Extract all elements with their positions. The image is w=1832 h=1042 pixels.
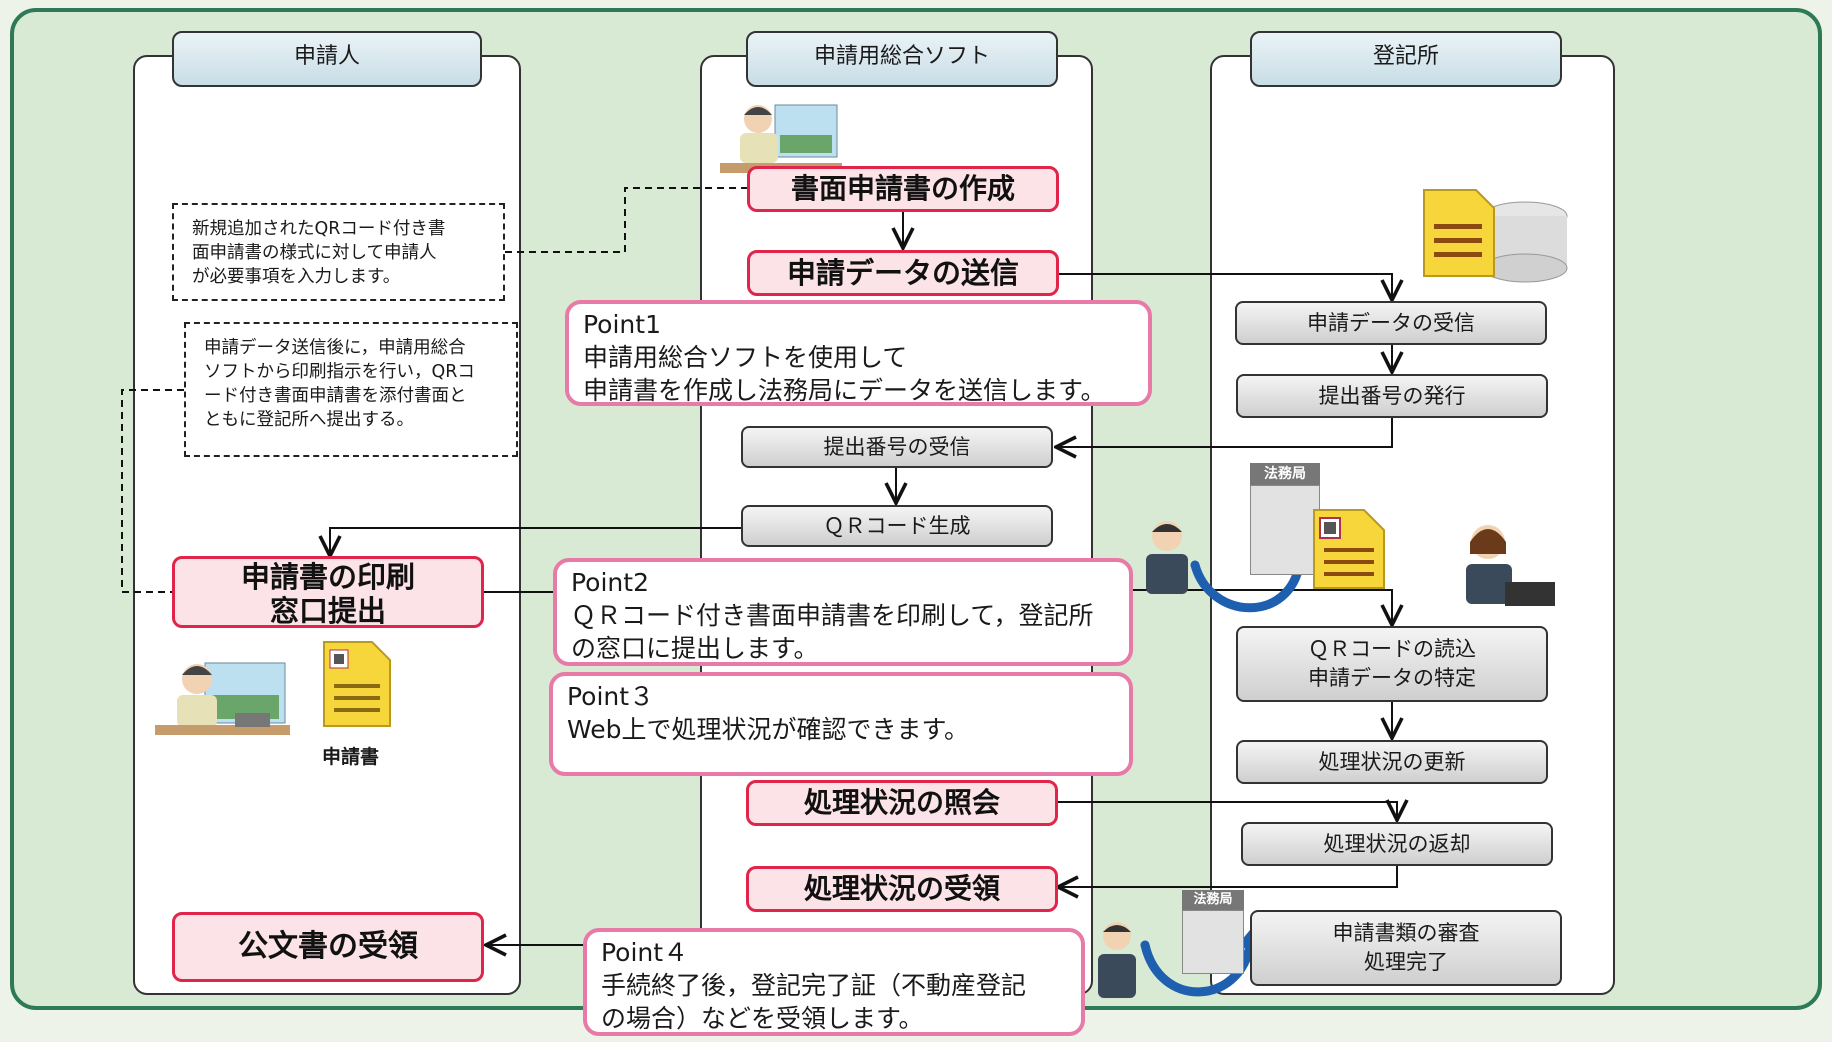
point-3-line-1: Web上で処理状況が確認できます。 xyxy=(567,715,970,744)
document-icon xyxy=(323,641,391,727)
step-qr-read: ＱＲコードの読込 申請データの特定 xyxy=(1236,626,1548,702)
bureau-building-small-illustration: 法務局 xyxy=(1182,890,1244,976)
note-print-submit-line-4: ともに登記所へ提出する。 xyxy=(204,410,414,430)
step-print-submit: 申請書の印刷 窓口提出 xyxy=(172,556,484,628)
lane-header-applicant: 申請人 xyxy=(172,31,482,87)
point-2-line-1: ＱＲコード付き書面申請書を印刷して，登記所 xyxy=(571,601,1094,630)
note-form-input: 新規追加されたQRコード付き書 面申請書の様式に対して申請人 が必要事項を入力し… xyxy=(172,203,505,301)
point-4: Point４ 手続終了後，登記完了証（不動産登記 の場合）などを受領します。 xyxy=(583,928,1085,1036)
point-1-line-1: 申請用総合ソフトを使用して xyxy=(583,343,908,372)
clerk-small-illustration xyxy=(1098,922,1136,998)
document-database-icon xyxy=(1423,189,1568,283)
step-create-form: 書面申請書の作成 xyxy=(747,166,1059,212)
note-print-submit-line-3: ード付き書面申請書を添付書面と xyxy=(204,386,467,406)
note-form-input-line-1: 新規追加されたQRコード付き書 xyxy=(192,219,446,239)
note-print-submit-line-1: 申請データ送信後に，申請用総合 xyxy=(204,338,466,358)
step-issue-number: 提出番号の発行 xyxy=(1236,374,1548,418)
document-label: 申請書 xyxy=(322,746,380,768)
bureau-label-top: 法務局 xyxy=(1250,463,1320,485)
step-status-receive: 処理状況の受領 xyxy=(746,866,1058,912)
note-form-input-line-2: 面申請書の様式に対して申請人 xyxy=(192,243,437,263)
point-1-line-2: 申請書を作成し法務局にデータを送信します。 xyxy=(583,376,1106,405)
clerk-illustration xyxy=(1146,521,1188,594)
point-1: Point1 申請用総合ソフトを使用して 申請書を作成し法務局にデータを送信しま… xyxy=(565,300,1152,406)
point-3-title: Point３ xyxy=(567,682,655,711)
point-4-line-2: の場合）などを受領します。 xyxy=(601,1004,924,1033)
step-receive-number: 提出番号の受信 xyxy=(741,426,1053,468)
step-send-data: 申請データの送信 xyxy=(747,250,1059,296)
lane-header-registry: 登記所 xyxy=(1250,31,1562,87)
staff-at-laptop-illustration xyxy=(1466,525,1555,606)
point-2-title: Point2 xyxy=(571,568,649,597)
step-qr-read-line-2: 申請データの特定 xyxy=(1308,666,1476,690)
point-4-line-1: 手続終了後，登記完了証（不動産登記 xyxy=(601,971,1027,1000)
step-review-done: 申請書類の審査 処理完了 xyxy=(1250,910,1562,986)
step-receive-official-doc: 公文書の受領 xyxy=(172,912,484,982)
step-review-done-line-1: 申請書類の審査 xyxy=(1332,921,1480,945)
note-print-submit-line-2: ソフトから印刷指示を行い，QRコ xyxy=(204,362,475,382)
lane-header-software: 申請用総合ソフト xyxy=(746,31,1058,87)
operator-illustration xyxy=(720,104,842,173)
point-2-line-2: の窓口に提出します。 xyxy=(571,634,819,663)
note-form-input-line-3: が必要事項を入力します。 xyxy=(192,267,401,287)
step-print-submit-line-2: 窓口提出 xyxy=(269,594,386,628)
step-receive-data: 申請データの受信 xyxy=(1235,301,1547,345)
qr-document-icon xyxy=(1313,509,1385,589)
step-print-submit-line-1: 申請書の印刷 xyxy=(240,560,415,594)
point-3: Point３ Web上で処理状況が確認できます。 xyxy=(549,672,1133,776)
bureau-building-illustration: 法務局 xyxy=(1250,463,1320,578)
step-qr-generate: ＱＲコード生成 xyxy=(741,505,1053,547)
point-1-title: Point1 xyxy=(583,310,661,339)
point-4-title: Point４ xyxy=(601,938,689,967)
person-at-computer-illustration xyxy=(155,662,290,735)
bureau-label-bottom: 法務局 xyxy=(1182,890,1244,910)
step-qr-read-line-1: ＱＲコードの読込 xyxy=(1308,637,1476,661)
step-status-update: 処理状況の更新 xyxy=(1236,740,1548,784)
step-status-query: 処理状況の照会 xyxy=(746,780,1058,826)
step-review-done-line-2: 処理完了 xyxy=(1364,950,1448,974)
step-status-return: 処理状況の返却 xyxy=(1241,822,1553,866)
note-print-submit: 申請データ送信後に，申請用総合 ソフトから印刷指示を行い，QRコ ード付き書面申… xyxy=(184,322,518,457)
point-2: Point2 ＱＲコード付き書面申請書を印刷して，登記所 の窓口に提出します。 xyxy=(553,558,1133,666)
